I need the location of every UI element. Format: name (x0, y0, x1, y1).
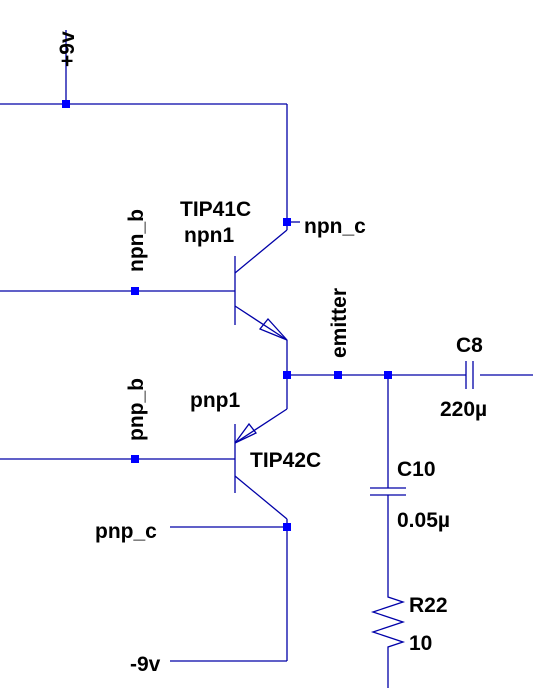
pnp-name-label: pnp1 (190, 389, 240, 412)
net-label-npn-c: npn_c (304, 215, 366, 238)
vneg-net (170, 526, 288, 662)
junction-c10-node (384, 371, 392, 379)
net-label-pnp-c: pnp_c (95, 520, 157, 543)
npn-name-label: npn1 (184, 224, 234, 247)
junction-pnp-c (283, 523, 291, 531)
pnp-transistor (0, 375, 288, 527)
junction-npn-c (283, 218, 291, 226)
capacitor-c10 (370, 375, 406, 590)
junctions (62, 100, 392, 531)
net-label-vpos: +9v (56, 31, 79, 67)
pnp-model-label: TIP42C (250, 449, 321, 472)
capacitor-c8 (465, 361, 474, 389)
net-label-emitter: emitter (328, 288, 351, 358)
junction-pnp-b (131, 455, 139, 463)
c10-value-label: 0.05µ (397, 509, 450, 532)
r22-name-label: R22 (409, 594, 448, 617)
resistor-r22 (370, 590, 406, 688)
r22-value-label: 10 (409, 632, 432, 655)
vpos-net (0, 30, 300, 230)
npn-model-label: TIP41C (180, 198, 251, 221)
net-label-pnp-b: pnp_b (125, 378, 148, 441)
junction-npn-b (131, 287, 139, 295)
c8-value-label: 220µ (440, 398, 487, 421)
junction-emitter-flag (334, 371, 342, 379)
junction-vpos-flag (62, 100, 70, 108)
net-label-vneg: -9v (130, 653, 161, 676)
c8-name-label: C8 (456, 334, 483, 357)
net-label-npn-b: npn_b (125, 209, 148, 272)
junction-emitter-node (283, 371, 291, 379)
npn-transistor (0, 229, 288, 375)
c10-name-label: C10 (397, 458, 436, 481)
